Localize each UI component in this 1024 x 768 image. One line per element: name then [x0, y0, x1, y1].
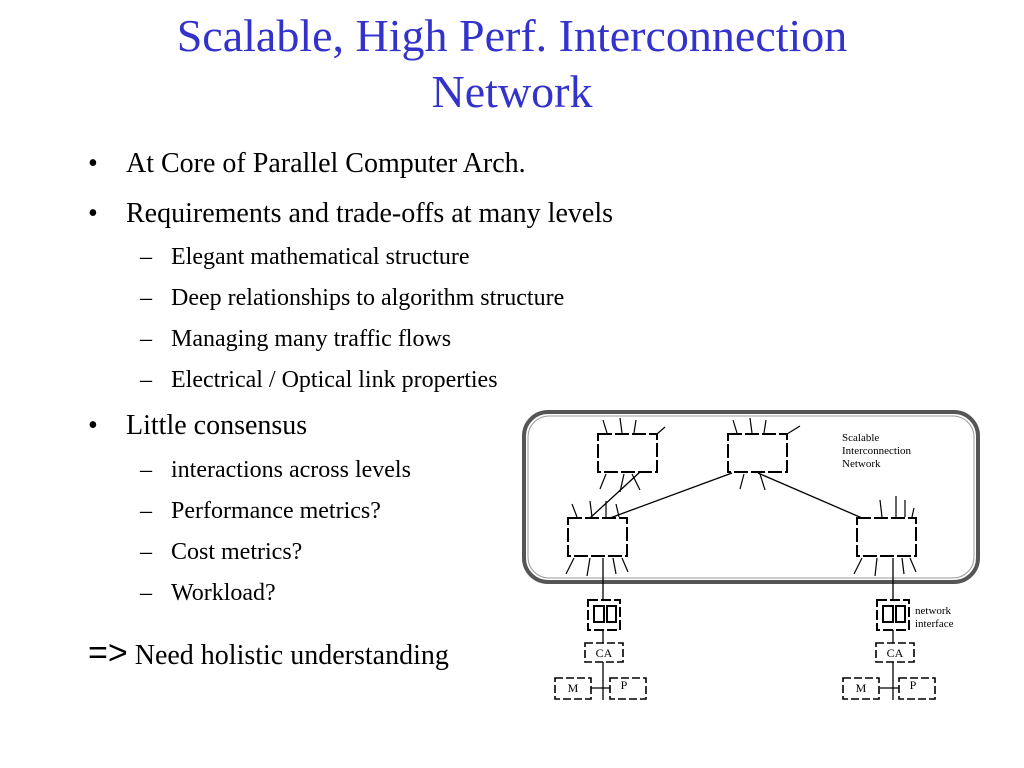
bullet-item: Little consensus [126, 410, 308, 441]
link-stubs [565, 417, 917, 577]
sub-bullet-marker: – [140, 539, 152, 565]
implies-arrow: => [88, 634, 128, 672]
sub-bullet-item: interactions across levels [171, 457, 411, 483]
node-right: CA M P [842, 558, 936, 700]
network-interface-port [606, 605, 617, 623]
network-interface-port [895, 605, 906, 623]
sub-bullet-item: Workload? [171, 580, 276, 606]
switch-box [567, 517, 628, 557]
title-line-2: Network [431, 66, 593, 117]
bullet-marker: • [88, 410, 98, 441]
ca-box [875, 642, 915, 663]
memory-label: M [568, 681, 579, 695]
conclusion-line: => Need holistic understanding [88, 633, 449, 676]
processor-box [609, 677, 647, 700]
sub-bullet-marker: – [140, 244, 152, 270]
network-links [589, 471, 863, 519]
processor-label: P [910, 678, 917, 692]
title-line-1: Scalable, High Perf. Interconnection [176, 10, 848, 61]
sub-bullet-marker: – [140, 367, 152, 393]
bullet-marker: • [88, 198, 98, 229]
node-left: CA M P [554, 558, 647, 700]
bullet-item: Requirements and trade-offs at many leve… [126, 198, 613, 229]
memory-box [554, 677, 592, 700]
switch-box [727, 433, 788, 473]
sub-bullet-marker: – [140, 580, 152, 606]
bullet-marker: • [88, 148, 98, 179]
sub-bullet-marker: – [140, 457, 152, 483]
bullet-item: At Core of Parallel Computer Arch. [126, 148, 526, 179]
sub-bullet-item: Deep relationships to algorithm structur… [171, 285, 565, 311]
network-interface-label: network interface [915, 605, 954, 630]
network-label: Scalable Interconnection Network [842, 432, 912, 470]
sub-bullet-marker: – [140, 285, 152, 311]
sub-bullet-item: Cost metrics? [171, 539, 303, 565]
ca-label: CA [887, 646, 904, 660]
sub-bullet-item: Managing many traffic flows [171, 326, 452, 352]
network-interface-port [882, 605, 894, 623]
sub-bullet-marker: – [140, 498, 152, 524]
ni-label-line-2: interface [915, 618, 954, 630]
memory-box [842, 677, 880, 700]
ca-box [584, 642, 624, 663]
network-interface-port [593, 605, 605, 623]
ca-label: CA [596, 646, 613, 660]
processor-label: P [621, 678, 628, 692]
network-label-line-2: Interconnection [842, 445, 912, 457]
sub-bullet-marker: – [140, 326, 152, 352]
switch-box [856, 517, 917, 557]
memory-label: M [856, 681, 867, 695]
switch-nodes [567, 433, 917, 557]
conclusion-text: Need holistic understanding [134, 640, 449, 671]
sub-bullet-item: Performance metrics? [171, 498, 381, 524]
network-cloud-inner-border [527, 415, 975, 579]
processor-box [898, 677, 936, 700]
network-cloud-border [522, 410, 980, 584]
slide-title: Scalable, High Perf. Interconnection Net… [60, 8, 964, 120]
switch-box [597, 433, 658, 473]
network-label-line-3: Network [842, 458, 881, 470]
network-label-line-1: Scalable [842, 432, 879, 444]
sub-bullet-item: Electrical / Optical link properties [171, 367, 498, 393]
ni-label-line-1: network [915, 605, 952, 617]
sub-bullet-item: Elegant mathematical structure [171, 244, 470, 270]
